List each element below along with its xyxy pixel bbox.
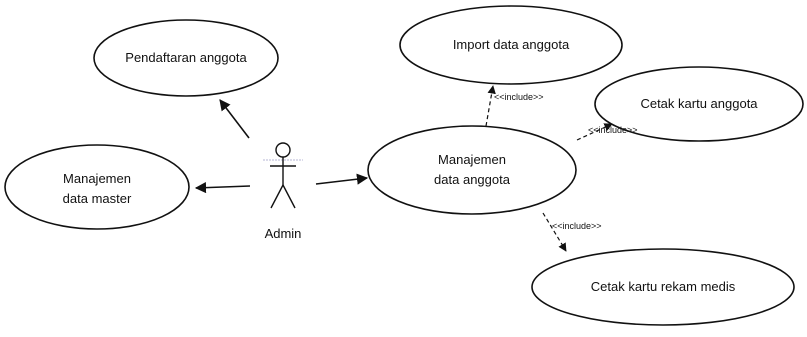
usecase-label: Pendaftaran anggota [125, 50, 247, 65]
usecase-label: Cetak kartu rekam medis [591, 279, 736, 294]
include-label: <<include>> [552, 221, 602, 231]
usecase-label: Import data anggota [453, 37, 570, 52]
include-cetak-kartu: <<include>> [576, 123, 638, 141]
usecase-manajemen-data-anggota: Manajemen data anggota [367, 125, 577, 215]
actor-left-leg [270, 184, 284, 209]
include-cetak-rekam: <<include>> [542, 212, 602, 252]
include-import: <<include>> [485, 85, 544, 127]
association-manajemen-master [194, 182, 251, 194]
usecase-cetak-kartu-rekam-medis: Cetak kartu rekam medis [531, 248, 795, 326]
usecase-manajemen-data-master: Manajemen data master [4, 144, 190, 230]
association-pendaftaran [219, 99, 250, 139]
actor-label: Admin [265, 226, 302, 241]
usecase-label-line1: Manajemen [63, 171, 131, 186]
include-label: <<include>> [588, 125, 638, 135]
association-manajemen-anggota [315, 173, 369, 185]
usecase-label: Cetak kartu anggota [640, 96, 758, 111]
usecase-pendaftaran-anggota: Pendaftaran anggota [93, 19, 279, 97]
actor-admin: Admin [263, 142, 303, 241]
include-label: <<include>> [494, 92, 544, 102]
usecase-label-line1: Manajemen [438, 152, 506, 167]
actor-head [275, 142, 291, 158]
actor-right-leg [282, 184, 296, 209]
usecase-import-data-anggota: Import data anggota [399, 5, 623, 85]
usecase-cetak-kartu-anggota: Cetak kartu anggota [594, 66, 804, 142]
usecase-label-line2: data anggota [434, 172, 511, 187]
usecase-label-line2: data master [63, 191, 132, 206]
